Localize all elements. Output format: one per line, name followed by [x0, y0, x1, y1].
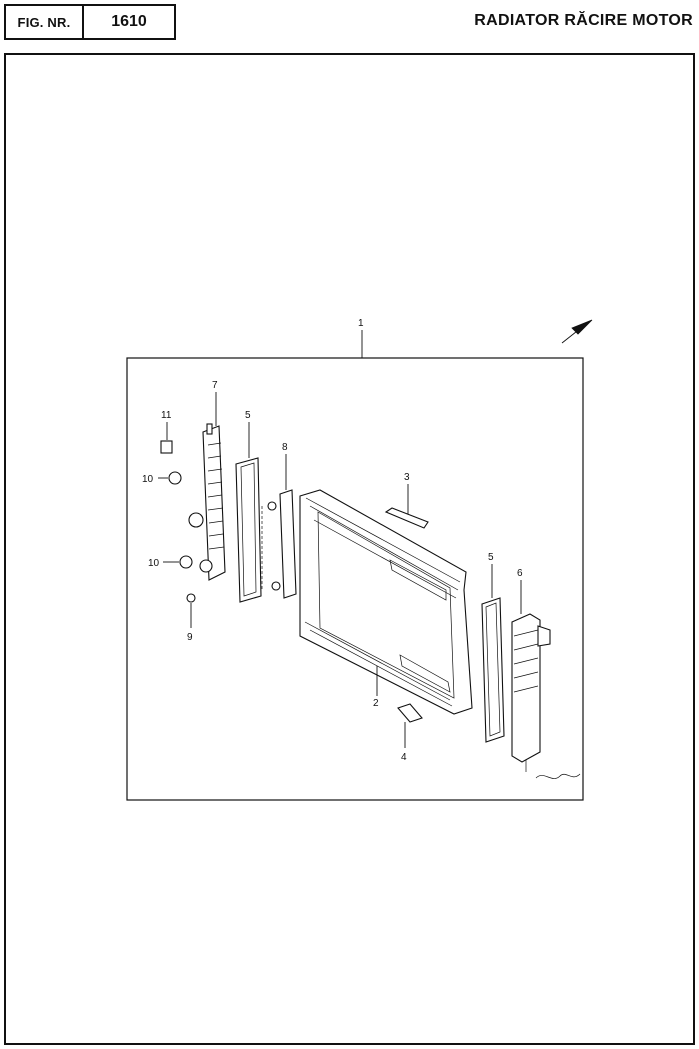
- callout-7: 7: [212, 380, 218, 391]
- figure-number-label: FIG. NR.: [6, 6, 84, 38]
- callout-11: 11: [161, 410, 172, 421]
- drawing-frame: [4, 53, 695, 1045]
- side-bracket-part: [261, 489, 297, 599]
- callout-2: 2: [373, 698, 379, 709]
- nut-lower-part: [179, 555, 193, 569]
- callout-8: 8: [282, 442, 288, 453]
- gasket-left-part: [235, 457, 262, 603]
- assembly-box: [126, 357, 584, 801]
- right-tank-part: [511, 613, 581, 779]
- nut-upper-part: [168, 471, 182, 485]
- figure-number-box: FIG. NR. 1610: [4, 4, 176, 40]
- washer-part: [186, 593, 196, 603]
- figure-number-value: 1610: [111, 13, 147, 30]
- page-title: RADIATOR RĂCIRE MOTOR: [474, 12, 693, 29]
- direction-arrow-icon: [561, 319, 593, 344]
- radiator-core-part: [299, 489, 473, 715]
- lower-bracket-part: [397, 703, 423, 723]
- cap-part: [160, 440, 173, 454]
- callout-9: 9: [187, 632, 193, 643]
- gasket-right-part: [481, 597, 505, 743]
- callout-5b: 5: [488, 552, 494, 563]
- callout-3: 3: [404, 472, 410, 483]
- callout-5a: 5: [245, 410, 251, 421]
- callout-1: 1: [358, 318, 364, 329]
- callout-6: 6: [517, 568, 523, 579]
- left-tank-part: [188, 423, 226, 581]
- callout-10a: 10: [142, 474, 154, 485]
- upper-bracket-part: [384, 507, 429, 529]
- callout-4: 4: [401, 752, 407, 763]
- callout-10b: 10: [148, 558, 160, 569]
